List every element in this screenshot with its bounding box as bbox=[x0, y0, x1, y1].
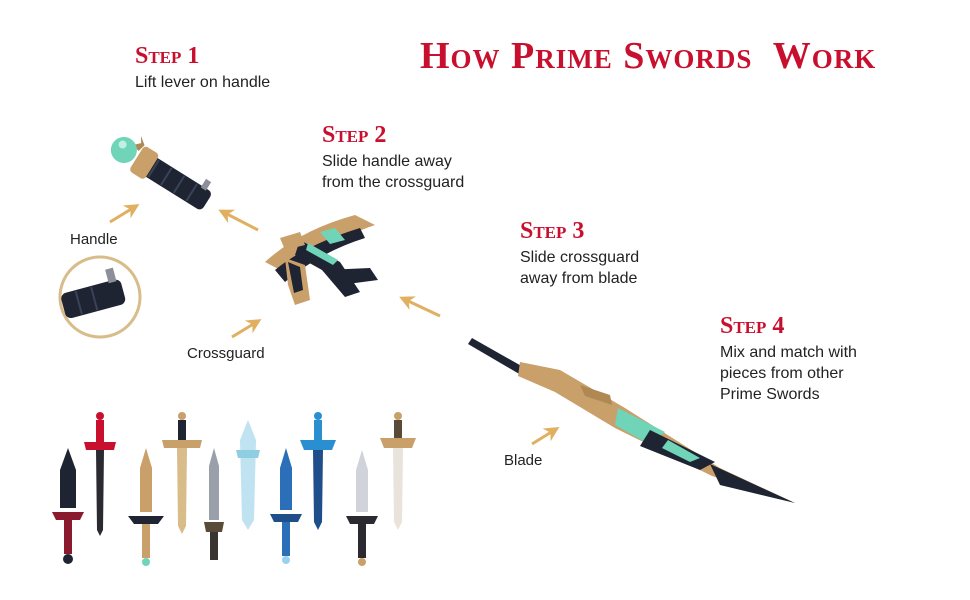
step-3: Step 3 Slide crossguard away from blade bbox=[520, 217, 639, 289]
step-1: Step 1 Lift lever on handle bbox=[135, 42, 270, 93]
arrow-crossguard bbox=[231, 319, 262, 339]
arrow-handle bbox=[109, 204, 140, 224]
handle-label: Handle bbox=[70, 231, 118, 248]
crossguard-label: Crossguard bbox=[187, 345, 265, 362]
crossguard-image bbox=[265, 215, 378, 305]
step-1-text: Lift lever on handle bbox=[135, 74, 271, 91]
arrow-step2 bbox=[218, 209, 259, 232]
step-2: Step 2 Slide handle away from the crossg… bbox=[322, 121, 464, 193]
step-4: Step 4 Mix and match with pieces from ot… bbox=[720, 312, 857, 405]
step-2-heading: Step 2 bbox=[322, 122, 387, 148]
blade-image bbox=[468, 338, 795, 503]
handle-detail-inset bbox=[58, 255, 142, 339]
step-4-text: Mix and match with pieces from other Pri… bbox=[720, 344, 857, 403]
step-2-text: Slide handle away from the crossguard bbox=[322, 153, 465, 191]
sword-collection-image bbox=[52, 412, 416, 566]
step-3-text: Slide crossguard away from blade bbox=[520, 249, 640, 287]
guide-arrows bbox=[109, 204, 560, 446]
page-title: How Prime Swords Work bbox=[420, 35, 877, 77]
step-3-heading: Step 3 bbox=[520, 218, 585, 244]
arrow-step3 bbox=[399, 296, 441, 318]
blade-label: Blade bbox=[504, 452, 543, 469]
step-4-heading: Step 4 bbox=[720, 313, 785, 339]
handle-image bbox=[110, 135, 212, 210]
arrow-blade bbox=[531, 427, 560, 446]
step-1-heading: Step 1 bbox=[135, 43, 200, 69]
